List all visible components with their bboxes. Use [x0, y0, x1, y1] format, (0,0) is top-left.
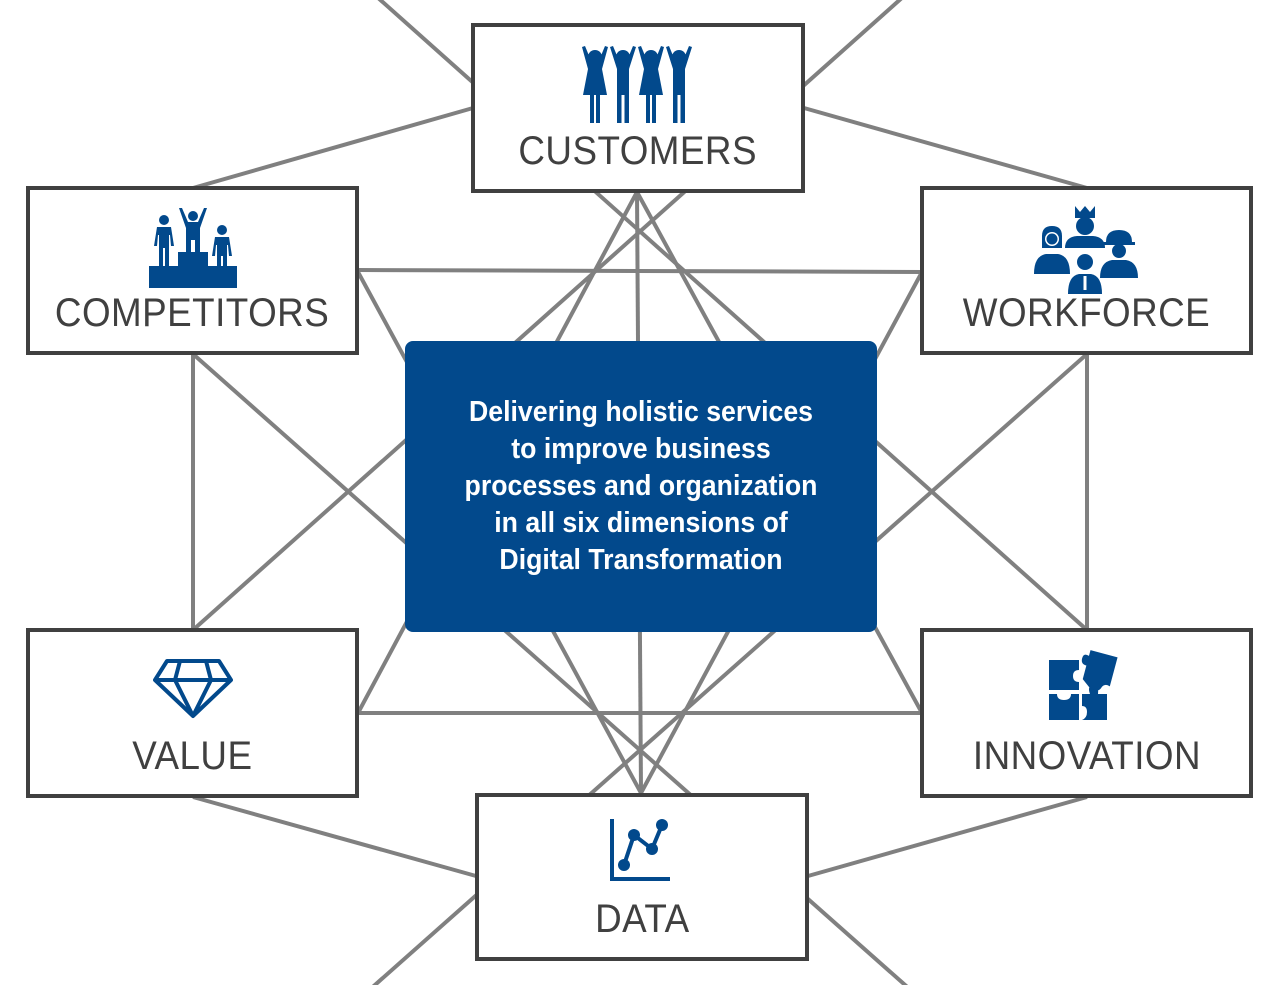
node-label: INNOVATION [972, 734, 1201, 778]
center-statement-text: Delivering holistic services to improve … [439, 394, 844, 579]
center-line: processes and organization [464, 470, 818, 502]
link-value-data [192, 795, 477, 878]
center-statement-box: Delivering holistic services to improve … [405, 341, 877, 632]
node-customers: CUSTOMERS [471, 23, 805, 193]
puzzle-pieces-icon [1048, 650, 1125, 727]
link-innovation-data [807, 795, 1088, 878]
node-innovation: INNOVATION [920, 628, 1253, 798]
link-customers-workforce [803, 106, 1088, 190]
center-line: to improve business [511, 433, 771, 465]
center-line: in all six dimensions of [494, 507, 788, 539]
node-label: CUSTOMERS [518, 129, 758, 173]
node-label: COMPETITORS [55, 291, 330, 335]
podium-winners-icon [148, 208, 237, 293]
node-competitors: COMPETITORS [26, 186, 359, 355]
center-line: Digital Transformation [499, 544, 783, 576]
node-label: DATA [594, 897, 690, 941]
node-workforce: WORKFORCE [920, 186, 1253, 355]
line-chart-icon [610, 819, 674, 888]
node-label: VALUE [132, 734, 253, 778]
team-workers-icon [1032, 204, 1142, 299]
link-competitors-workforce [357, 268, 923, 274]
center-line: Delivering holistic services [468, 396, 814, 428]
people-celebrating-icon [580, 45, 696, 130]
diamond-icon [152, 658, 233, 725]
node-label: WORKFORCE [962, 291, 1211, 335]
link-customers-competitors [192, 106, 474, 190]
node-data: DATA [475, 793, 809, 961]
node-value: VALUE [26, 628, 359, 798]
